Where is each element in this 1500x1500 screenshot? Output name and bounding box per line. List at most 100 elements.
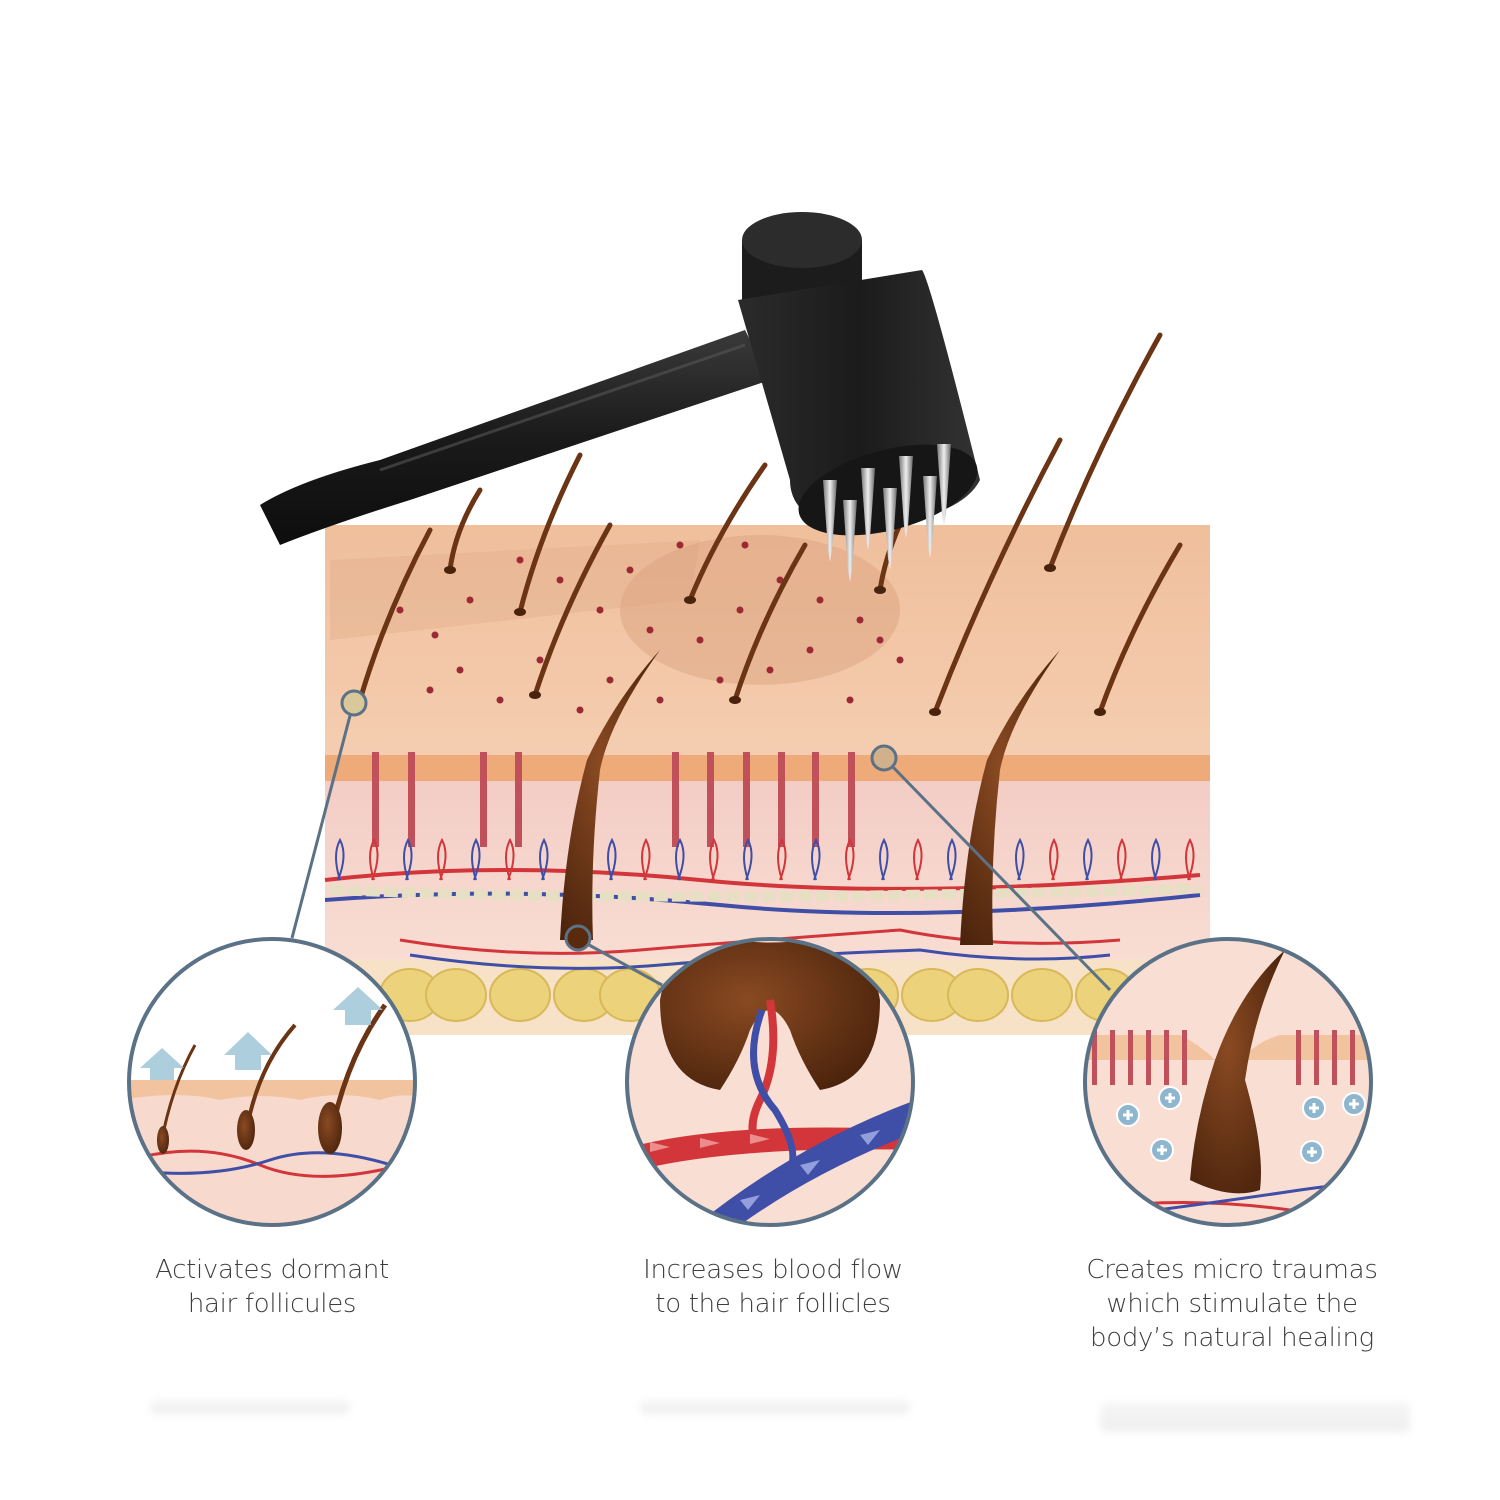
up-arrow-icon (224, 1032, 272, 1070)
puncture-dot (646, 626, 654, 634)
capillary-loop (641, 837, 651, 881)
healing-plus-icon (1300, 1140, 1324, 1164)
needles (823, 444, 951, 582)
epidermis-surface (325, 525, 1210, 755)
hair-root (529, 691, 541, 699)
handle-shadow (330, 540, 700, 640)
microneedling-pen (260, 212, 980, 582)
capillary-loop (845, 837, 855, 881)
hair-root (1044, 564, 1056, 572)
puncture-dot (776, 576, 784, 584)
capillary-loop (879, 837, 889, 881)
up-arrow-icon (140, 1048, 184, 1080)
micro-channel (848, 752, 855, 847)
micro-channel (515, 752, 522, 847)
puncture-dot (816, 596, 824, 604)
puncture-dot (741, 541, 749, 549)
hair (1047, 332, 1163, 571)
puncture-dot (596, 606, 604, 614)
hair (732, 542, 808, 703)
micro-channel (812, 752, 819, 847)
hair-root (1094, 708, 1106, 716)
capillary-loop (811, 837, 821, 881)
micro-channel (743, 752, 750, 847)
puncture-dot (896, 656, 904, 664)
caption-shadow (640, 1400, 910, 1414)
hair-root (729, 696, 741, 704)
healing-plus-icon (1158, 1086, 1182, 1110)
capillary-loop (437, 837, 447, 881)
micro-channel (408, 752, 415, 847)
artery (324, 868, 1201, 891)
micro-channel (672, 752, 679, 847)
puncture-dot (656, 696, 664, 704)
fat-cell (947, 968, 1009, 1022)
caption-line: hair follicules (187, 1289, 357, 1319)
caption-line: Creates micro traumas (1086, 1255, 1378, 1285)
puncture-dot (806, 646, 814, 654)
caption-line: Activates dormant (155, 1255, 389, 1285)
hair-follicle (960, 650, 1060, 945)
fat-cell (425, 968, 487, 1022)
needle (937, 444, 951, 526)
hair-root (514, 608, 526, 616)
puncture-dot (606, 676, 614, 684)
caption-line: to the hair follicles (655, 1289, 891, 1319)
needle (843, 500, 857, 582)
puncture-dot (576, 706, 584, 714)
needle-puncture-dots (396, 541, 904, 714)
micro-channels (372, 752, 855, 847)
puncture-dot (456, 666, 464, 674)
capillary-loop (505, 837, 515, 881)
caption-line: body’s natural healing (1090, 1323, 1374, 1353)
healing-plus-icon (1342, 1092, 1366, 1116)
capillary-loop (709, 837, 719, 881)
puncture-dot (876, 636, 884, 644)
hair (447, 487, 483, 573)
healing-plus-icon (1116, 1103, 1140, 1127)
hair (532, 522, 613, 698)
hair (517, 452, 583, 615)
healing-plus-icon (1302, 1096, 1326, 1120)
capillary-loop (607, 837, 617, 881)
fat-cell (489, 968, 551, 1022)
puncture-dot (846, 696, 854, 704)
needle (883, 488, 897, 570)
needle (899, 456, 913, 538)
puncture-dot (626, 566, 634, 574)
needle (823, 480, 837, 562)
puncture-dot (716, 676, 724, 684)
capillary-loop (335, 837, 345, 881)
capillary-loop (777, 837, 787, 881)
puncture-dot (426, 686, 434, 694)
capillary-loop (913, 837, 923, 881)
up-arrow-icon (333, 987, 383, 1025)
hair-root (444, 566, 456, 574)
hair-root (929, 708, 941, 716)
puncture-dot (696, 636, 704, 644)
hair (932, 437, 1063, 715)
fat-cell (1011, 968, 1073, 1022)
capillary-loop (1049, 837, 1059, 881)
puncture-dot (516, 556, 524, 564)
caption-line: which stimulate the (1106, 1289, 1358, 1319)
callout-connectors (290, 689, 1112, 992)
basal-band (325, 755, 1210, 781)
capillary-loop (369, 837, 379, 881)
puncture-dot (431, 631, 439, 639)
micro-channel (480, 752, 487, 847)
vein (324, 891, 1201, 915)
hair-strands (354, 332, 1183, 945)
needle (923, 476, 937, 558)
caption-activates-follicles: Activates dormant hair follicules (102, 1253, 442, 1321)
capillary-loop (1015, 837, 1025, 881)
hair (687, 462, 768, 603)
puncture-dot (396, 606, 404, 614)
callout-blood-flow (625, 937, 915, 1227)
capillary-loop (539, 837, 549, 881)
needle (861, 468, 875, 550)
caption-shadow (1100, 1402, 1410, 1432)
capillary-loop (947, 837, 957, 881)
